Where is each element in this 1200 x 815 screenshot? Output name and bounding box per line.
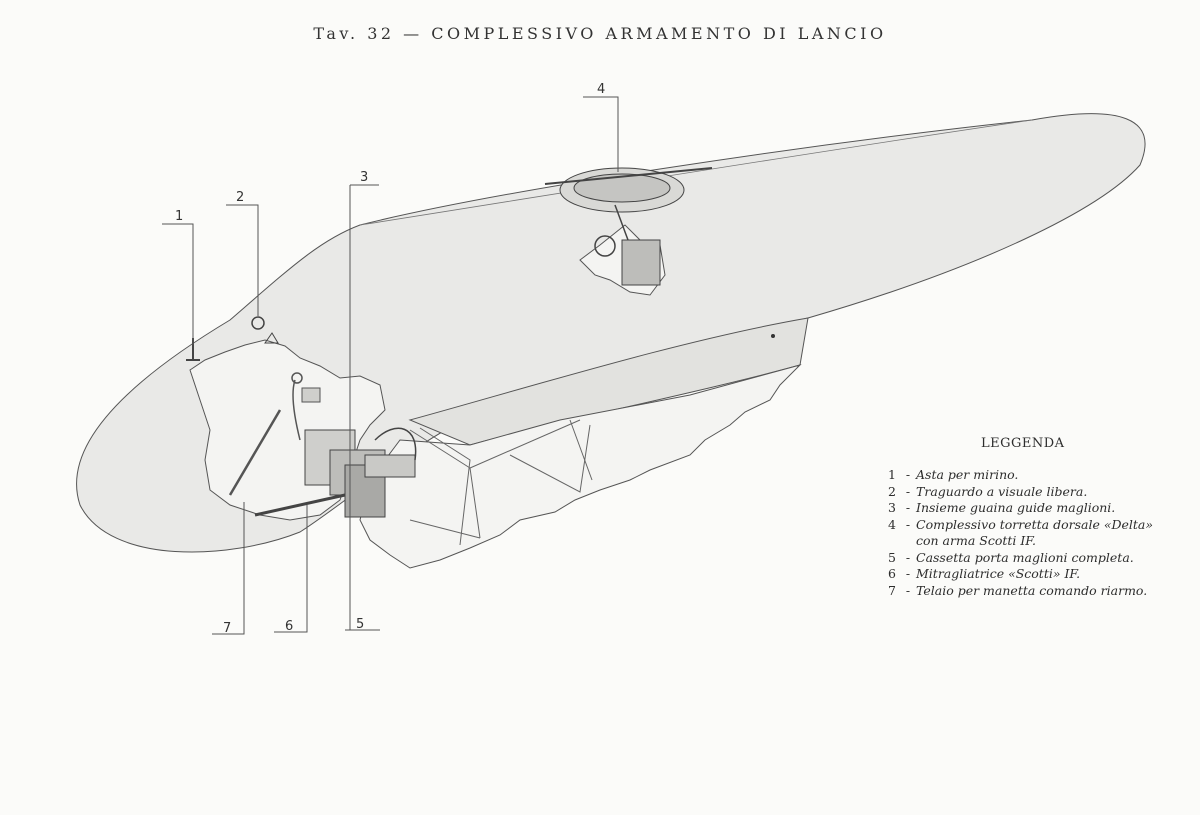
legend-item: 7-Telaio per manetta comando riarmo. [888, 583, 1188, 600]
legend-item-text: Mitragliatrice «Scotti» IF. [916, 566, 1081, 581]
cocking-handle-frame [228, 372, 321, 496]
marker-dot [771, 334, 775, 338]
internal-frames [409, 419, 593, 546]
legend-item: 4-Complessivo torretta dorsale «Delta» c… [888, 517, 1188, 550]
open-sight [251, 316, 279, 344]
legend-item: 1-Asta per mirino. [888, 467, 1188, 484]
legend-item-dash: - [905, 483, 911, 499]
callout-5: 5 [356, 617, 364, 632]
legend-item-number: 1 [888, 467, 896, 482]
callout-6: 6 [285, 619, 293, 634]
legend-item-dash: - [905, 566, 911, 581]
cutaway-region [359, 364, 802, 569]
legend-item-text: Complessivo torretta dorsale «Delta» con… [916, 516, 1154, 549]
callout-4: 4 [597, 82, 605, 97]
legend-item-text: Telaio per manetta comando riarmo. [916, 582, 1148, 598]
legend-item-dash: - [905, 500, 911, 515]
page-title: Tav. 32 — COMPLESSIVO ARMAMENTO DI LANCI… [313, 24, 887, 43]
legend-list: 1-Asta per mirino. 2-Traguardo a visuale… [888, 467, 1188, 599]
callout-leaders [162, 96, 619, 635]
legend-item: 5-Cassetta porta maglioni completa. [888, 550, 1188, 567]
callout-3: 3 [360, 170, 368, 185]
legend-item-number: 3 [888, 500, 896, 515]
callout-2: 2 [236, 190, 244, 205]
legend-item-number: 2 [888, 483, 896, 499]
legend-item-text: Insieme guaina guide maglioni. [916, 500, 1116, 515]
legend-item-dash: - [905, 467, 911, 482]
callout-1: 1 [175, 209, 183, 224]
legend-item-text: Traguardo a visuale libera. [916, 483, 1088, 499]
dorsal-turret [544, 167, 713, 296]
legend-item: 6-Mitragliatrice «Scotti» IF. [888, 566, 1188, 583]
legend-item-text: Cassetta porta maglioni completa. [916, 549, 1134, 565]
legend-title: LEGGENDA [981, 436, 1065, 451]
legend-item-number: 5 [888, 549, 896, 565]
legend-item-number: 4 [888, 516, 896, 532]
legend: LEGGENDA 1-Asta per mirino. 2-Traguardo … [888, 436, 1188, 599]
legend-item-text: Asta per mirino. [916, 467, 1019, 482]
legend-item-dash: - [905, 516, 911, 532]
legend-item-dash: - [905, 549, 911, 565]
callout-7: 7 [223, 621, 231, 636]
legend-item: 2-Traguardo a visuale libera. [888, 484, 1188, 501]
machine-gun-assembly [254, 427, 417, 518]
legend-item-number: 7 [888, 582, 896, 598]
legend-item: 3-Insieme guaina guide maglioni. [888, 500, 1188, 517]
legend-item-number: 6 [888, 566, 896, 581]
legend-item-dash: - [905, 582, 911, 598]
